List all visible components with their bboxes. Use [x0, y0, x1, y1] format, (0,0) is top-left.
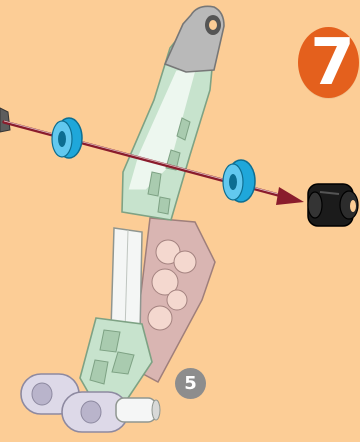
- axle-arrow-icon: [276, 187, 304, 205]
- connector-icon: [308, 184, 358, 226]
- part-quantity-number: 5: [184, 375, 197, 393]
- spacer-icon: [223, 160, 255, 202]
- spacer-icon: [52, 118, 82, 158]
- left-edge-stub: [0, 108, 10, 132]
- step-number: 7: [310, 31, 355, 95]
- step-badge: 7: [298, 27, 359, 98]
- gray-top-hole-inner: [209, 20, 217, 30]
- part-quantity-badge: 5: [175, 368, 206, 399]
